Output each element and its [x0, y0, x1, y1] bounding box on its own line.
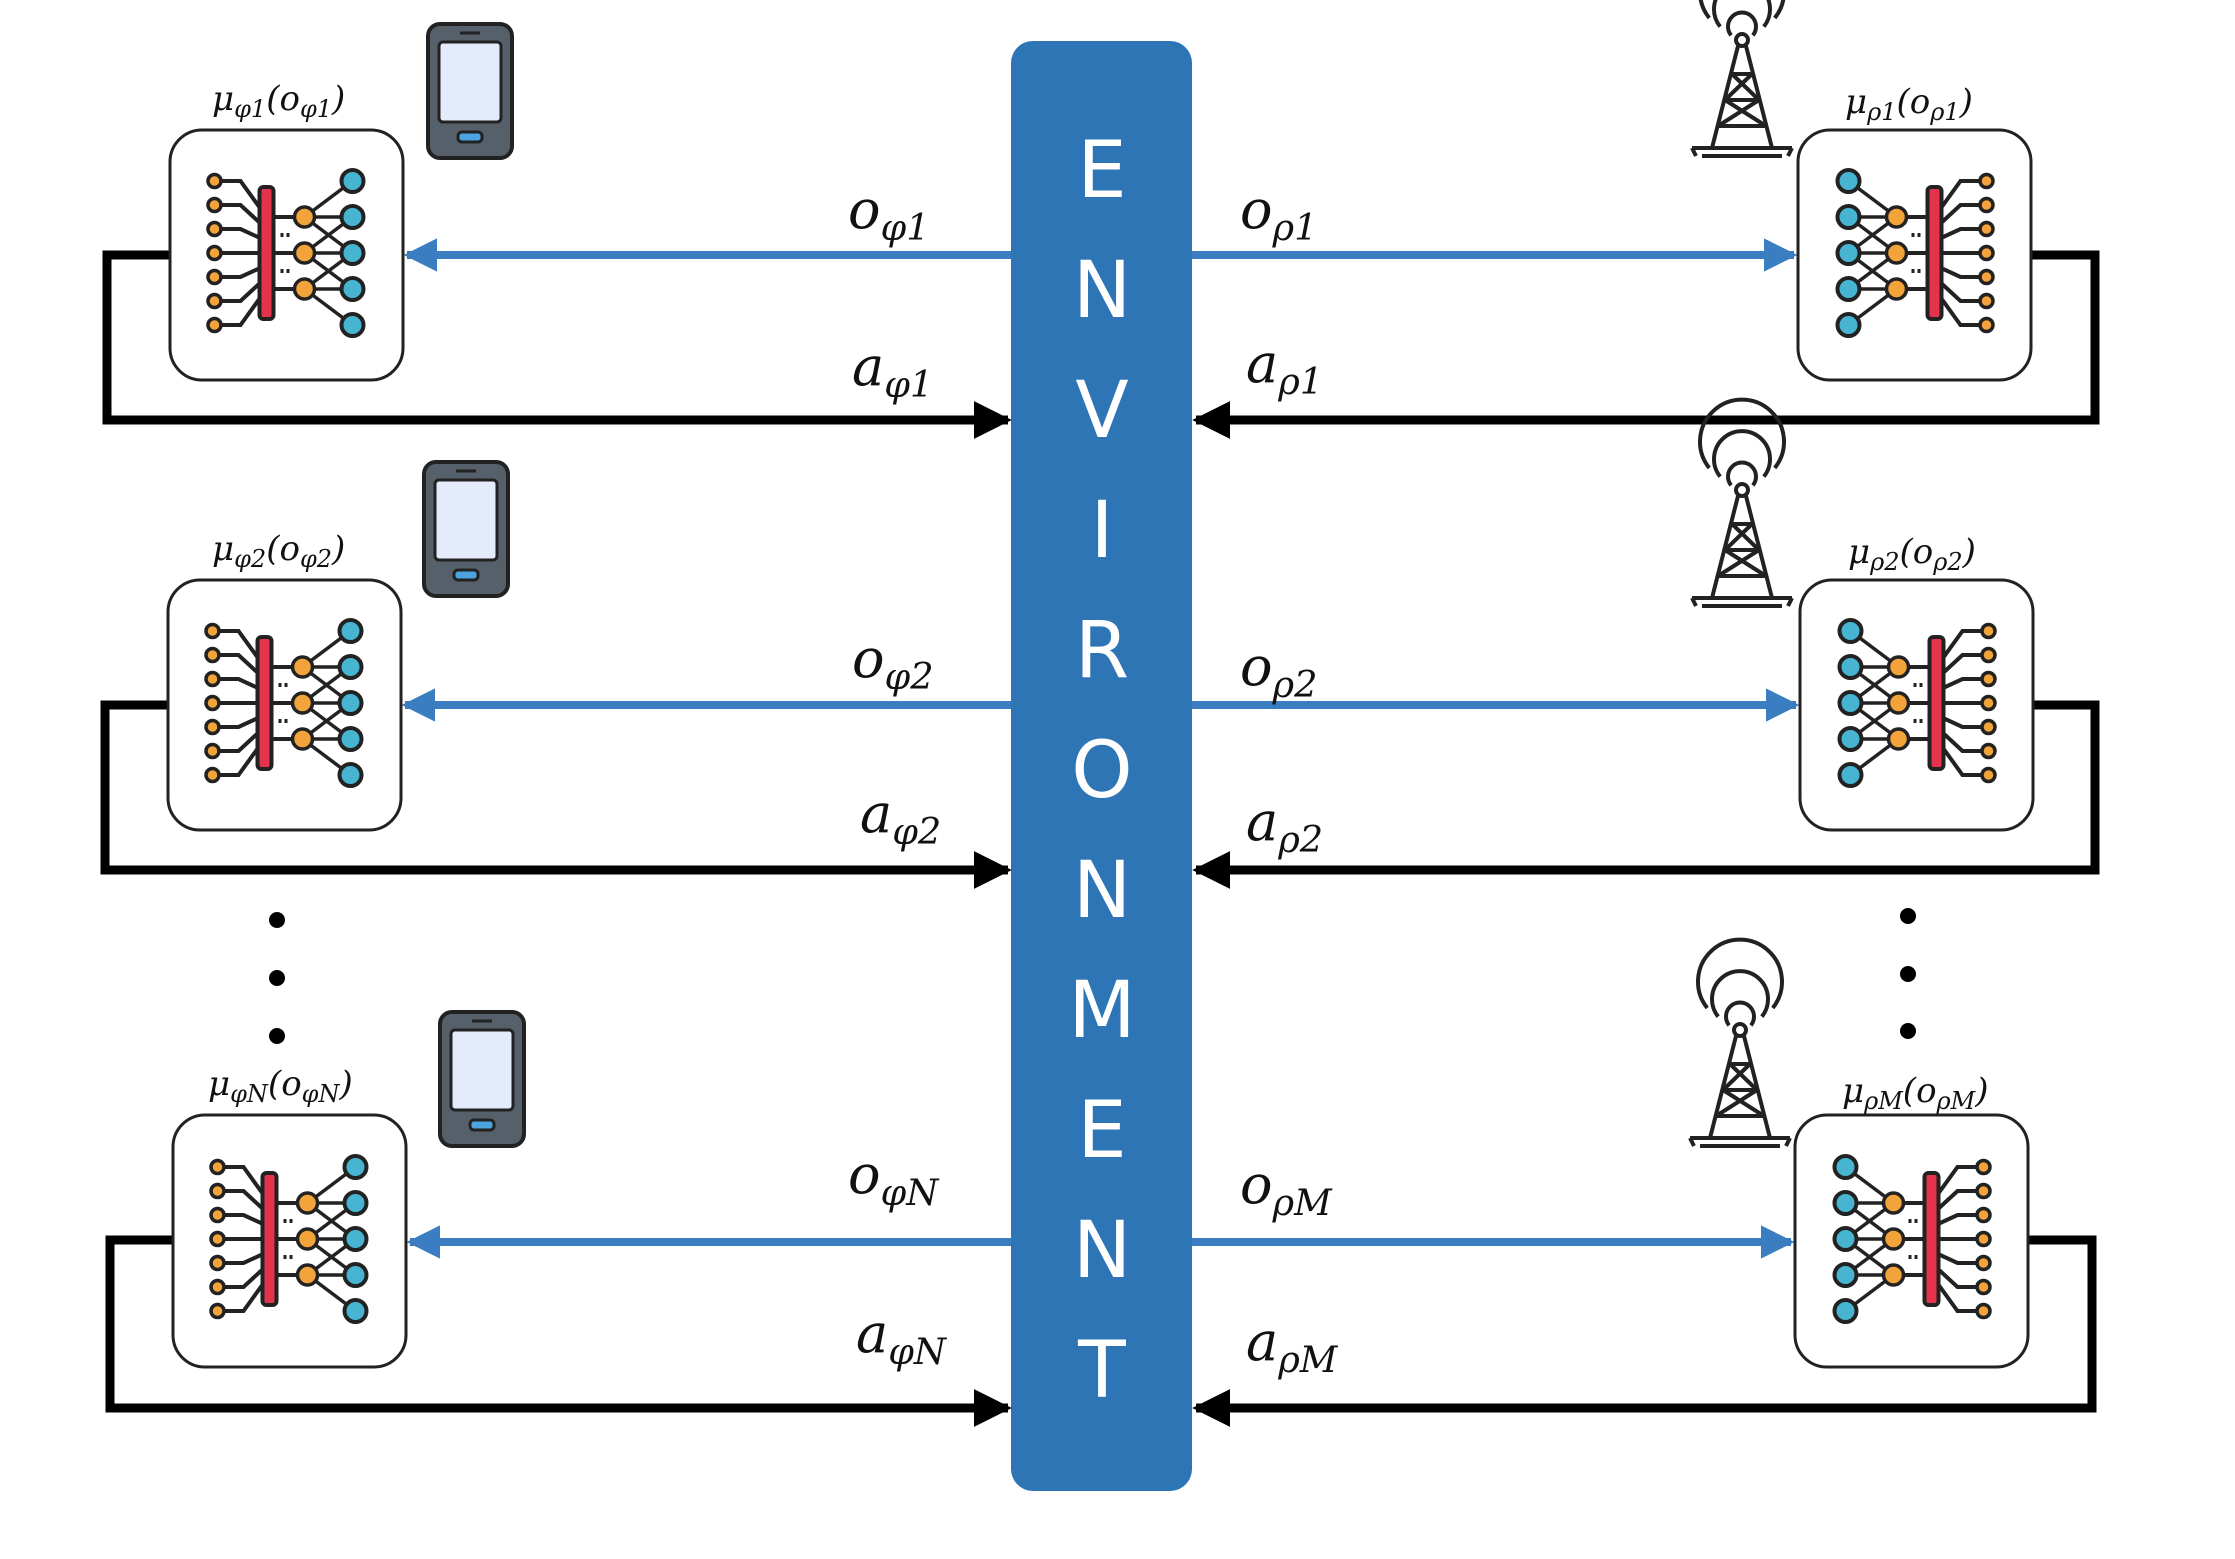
action-arrow	[102, 250, 1012, 439]
action-arrow	[105, 1235, 1012, 1427]
neural-network-icon	[204, 618, 364, 788]
action-label: aρM	[1246, 1310, 1339, 1381]
policy-label: μρ1(oρ1)	[1845, 82, 1973, 126]
phone-icon	[438, 1010, 526, 1148]
agent-right	[1690, 397, 2035, 832]
action-arrow	[1192, 700, 2100, 889]
environment-letter: E	[1077, 126, 1126, 216]
policy-label: μρM(oρM)	[1842, 1071, 1989, 1115]
environment-letter: O	[1071, 726, 1132, 816]
agent-right	[1690, 0, 2033, 382]
agent-left	[166, 460, 510, 832]
agent-loops	[100, 238, 2100, 1427]
agent-left	[168, 22, 514, 382]
observation-label: oρ2	[1240, 635, 1317, 706]
policy-label: μφN(oφN)	[208, 1064, 353, 1108]
action-label: aρ2	[1246, 790, 1323, 861]
policy-label: μφ1(oφ1)	[212, 79, 345, 123]
action-arrow	[1192, 250, 2100, 439]
phone-icon	[426, 22, 514, 160]
policy-label: μφ2(oφ2)	[212, 529, 345, 573]
cell-tower-icon	[1690, 397, 1794, 608]
action-arrow	[100, 700, 1012, 889]
neural-network-icon	[209, 1154, 369, 1324]
environment-letter: N	[1073, 246, 1131, 336]
policy-label: μρ2(oρ2)	[1848, 532, 1976, 576]
action-arrow	[1192, 1235, 2097, 1427]
observation-label: oρ1	[1240, 178, 1317, 249]
neural-network-icon	[1832, 1154, 1992, 1324]
action-label: aρ1	[1246, 332, 1323, 403]
cell-tower-icon	[1688, 937, 1792, 1148]
environment-letter: T	[1077, 1326, 1126, 1416]
cell-tower-icon	[1690, 0, 1794, 158]
action-label: aφ2	[860, 782, 941, 853]
environment-letter: N	[1073, 846, 1131, 936]
action-label: aφN	[856, 1302, 948, 1373]
environment-letter: M	[1068, 966, 1135, 1056]
environment-letter: V	[1075, 366, 1128, 456]
environment-letter: R	[1075, 606, 1129, 696]
neural-network-icon	[206, 168, 366, 338]
environment-letter: I	[1090, 486, 1113, 576]
action-label: aφ1	[852, 335, 933, 406]
ellipsis-right	[1900, 908, 1916, 1039]
phone-icon	[422, 460, 510, 598]
observation-label: oρM	[1240, 1153, 1333, 1224]
arrow-labels: μφ1(oφ1) oφ1 aφ1 μφ2(oφ2) oφ2 aφ2 μφN(oφN) oφN a…	[208, 79, 1989, 1381]
ellipsis-left	[269, 912, 285, 1044]
agent-left	[171, 1010, 526, 1369]
agents	[166, 0, 2035, 1369]
environment-letter: E	[1077, 1086, 1126, 1176]
observation-label: oφ1	[848, 178, 930, 249]
observation-label: oφ2	[852, 627, 934, 698]
neural-network-icon	[1835, 168, 1995, 338]
agent-right	[1688, 937, 2030, 1369]
environment-letter: N	[1073, 1206, 1131, 1296]
neural-network-icon	[1837, 618, 1997, 788]
observation-label: oφN	[848, 1143, 940, 1214]
